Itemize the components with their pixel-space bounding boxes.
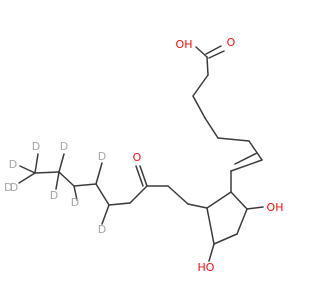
bond xyxy=(139,165,148,187)
bond xyxy=(205,45,222,55)
deuterium-label: D xyxy=(4,181,12,194)
bond xyxy=(208,50,225,59)
bond xyxy=(192,74,209,97)
deuterium-label: D xyxy=(98,150,106,163)
bond xyxy=(204,117,219,139)
deuterium-label: D xyxy=(32,140,40,153)
deuterium-label: D xyxy=(10,181,18,194)
deuterium-label: D xyxy=(60,140,68,153)
bond xyxy=(248,140,263,161)
bond xyxy=(234,152,258,165)
ring-oh-right-label: OH xyxy=(267,201,284,214)
bond xyxy=(195,46,208,58)
bond xyxy=(58,153,65,173)
bond xyxy=(167,185,189,205)
bond xyxy=(206,191,232,209)
bond xyxy=(73,183,97,187)
ketone-o-label: O xyxy=(133,151,142,164)
bond xyxy=(192,95,206,119)
bond xyxy=(129,185,148,204)
bond xyxy=(95,183,110,206)
deuterium-label: D xyxy=(50,189,58,202)
deuterium-label: D xyxy=(71,196,79,209)
bond xyxy=(206,207,215,245)
bond xyxy=(213,233,238,245)
molecule-structure: OH O O OH HO D D D D D D D D D xyxy=(4,36,283,274)
bonds xyxy=(18,45,264,262)
bond xyxy=(73,185,78,201)
bond xyxy=(230,159,263,172)
bond xyxy=(34,153,39,174)
bond xyxy=(236,208,248,235)
bond xyxy=(58,171,75,187)
bond xyxy=(246,206,264,210)
bond xyxy=(217,137,250,142)
bond xyxy=(101,204,110,225)
bond xyxy=(19,165,36,174)
acid-oh-label: OH xyxy=(176,38,193,51)
ring-oh-bottom-label: HO xyxy=(198,261,215,274)
bond xyxy=(206,56,209,76)
bond xyxy=(108,202,131,206)
bond xyxy=(55,171,60,190)
bond xyxy=(34,171,60,174)
bond xyxy=(95,162,103,185)
deuterium-label: D xyxy=(9,158,17,171)
bond xyxy=(230,191,248,210)
acid-carbonyl-o-label: O xyxy=(227,36,236,49)
deuterium-label: D xyxy=(98,223,106,236)
bond xyxy=(208,243,215,262)
bond xyxy=(18,172,36,184)
bond xyxy=(135,165,144,187)
bond xyxy=(187,203,208,209)
atom-labels: OH O O OH HO D D D D D D D D D xyxy=(4,36,283,274)
